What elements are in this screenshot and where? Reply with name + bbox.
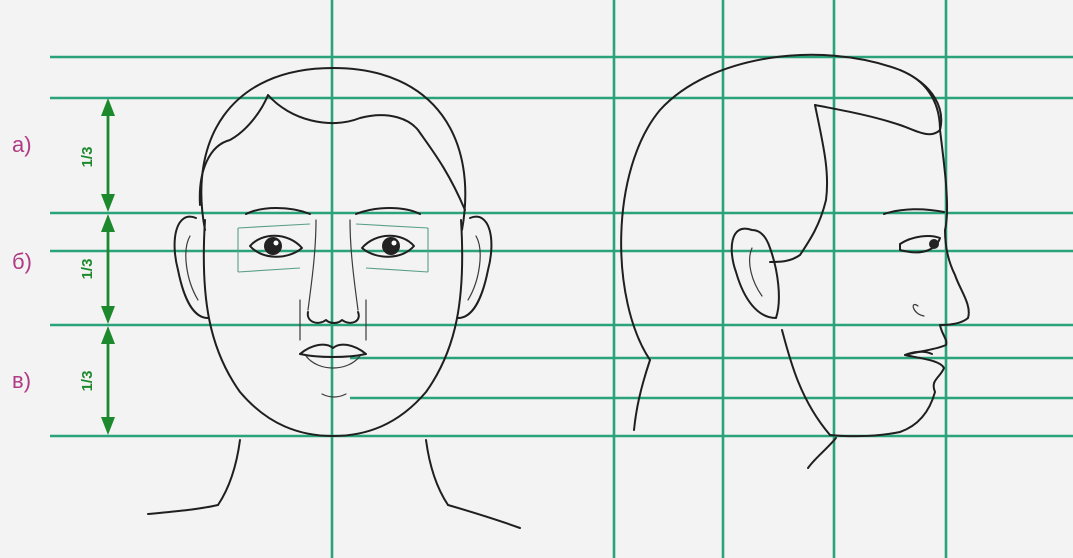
- eye-guide: [356, 224, 428, 228]
- fraction-label-b: 1/3: [79, 259, 96, 280]
- shoulder-left: [148, 505, 218, 514]
- eye-guide: [366, 268, 428, 272]
- left-ear-inner: [186, 236, 198, 300]
- profile-iris: [929, 239, 939, 249]
- arrow-head-down: [101, 194, 115, 212]
- eye-guide: [238, 224, 310, 228]
- neck-right: [426, 440, 448, 505]
- profile-face-drawing: [621, 55, 969, 468]
- front-face-drawing: [148, 68, 520, 528]
- chin-mark: [322, 394, 346, 397]
- right-eye-highlight: [392, 241, 397, 246]
- shoulder-right: [448, 505, 520, 528]
- head-outline: [201, 68, 465, 230]
- eye-guide: [238, 268, 300, 272]
- profile-jaw: [782, 330, 830, 435]
- arrow-head-up: [101, 326, 115, 344]
- proportion-arrows: [101, 98, 115, 435]
- profile-nostril: [913, 305, 924, 316]
- nose-bridge-right: [350, 220, 358, 310]
- left-iris: [264, 237, 282, 255]
- fraction-labels: 1/3 1/3 1/3: [79, 147, 96, 392]
- right-ear-inner: [468, 236, 480, 300]
- profile-hairline: [770, 105, 827, 262]
- row-label-b: б): [12, 249, 32, 274]
- row-label-a: а): [12, 132, 32, 157]
- profile-neck-back: [634, 360, 650, 430]
- right-iris: [382, 237, 400, 255]
- profile-ear-inner: [750, 248, 762, 296]
- fraction-label-c: 1/3: [79, 371, 96, 392]
- arrow-head-up: [101, 98, 115, 116]
- nose-bridge-left: [308, 220, 316, 310]
- arrow-head-down: [101, 417, 115, 435]
- row-labels: а) б) в): [12, 132, 32, 393]
- neck-left: [218, 440, 240, 505]
- fraction-label-a: 1/3: [79, 147, 96, 168]
- profile-lips: [905, 352, 932, 355]
- profile-ear: [732, 229, 779, 318]
- profile-face: [830, 130, 969, 436]
- row-label-c: в): [12, 368, 31, 393]
- profile-neck-front: [808, 438, 836, 468]
- left-eye-highlight: [274, 241, 279, 246]
- arrow-head-down: [101, 306, 115, 324]
- arrow-head-up: [101, 214, 115, 232]
- profile-skull: [621, 55, 941, 360]
